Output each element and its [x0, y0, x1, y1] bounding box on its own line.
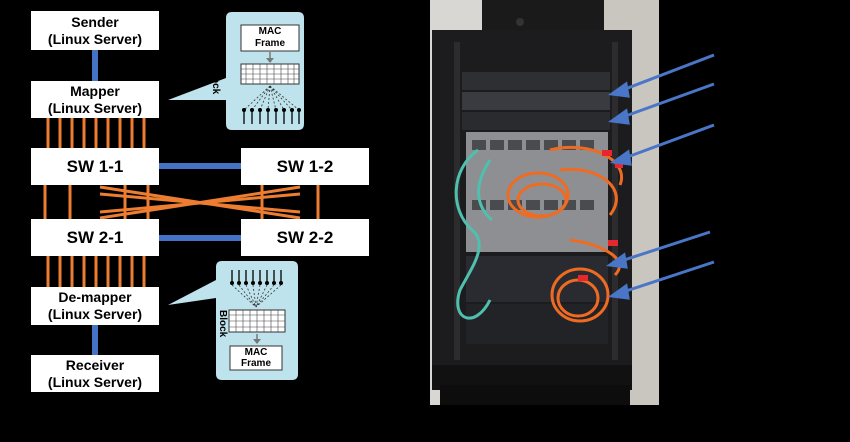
mapper-title: Mapper	[70, 82, 120, 99]
demapper-subtitle: (Linux Server)	[47, 306, 143, 322]
callout-bottom	[168, 261, 298, 380]
receiver-subtitle: (Linux Server)	[47, 373, 143, 390]
arrow-1	[619, 53, 715, 93]
switch-sw21: SW 2-1	[31, 219, 159, 256]
sender-subtitle: (Linux Server)	[47, 30, 143, 47]
switch-sw22: SW 2-2	[241, 219, 369, 256]
mac-label-line1-bottom: MAC	[244, 347, 268, 358]
switch-sw11: SW 1-1	[31, 148, 159, 185]
links-mapper-sw11	[46, 118, 146, 148]
links-sw21-demapper	[46, 256, 146, 287]
mapper-subtitle: (Linux Server)	[47, 99, 143, 116]
arrow-2	[619, 82, 715, 120]
demapper-title: De-mapper	[58, 289, 132, 305]
callout-top	[168, 12, 304, 130]
frame-label-line2-bottom: Frame	[240, 358, 271, 369]
mac-label-line1: MAC	[258, 26, 282, 37]
server-rack-photo	[430, 0, 659, 405]
receiver-node: Receiver (Linux Server)	[31, 355, 159, 392]
arrow-3	[621, 123, 715, 161]
receiver-title: Receiver	[65, 356, 125, 373]
mapper-node: Mapper (Linux Server)	[31, 81, 159, 118]
arrow-4	[617, 230, 711, 264]
sender-node: Sender (Linux Server)	[31, 11, 159, 50]
switch-sw12: SW 1-2	[241, 148, 369, 185]
frame-label-line2: Frame	[254, 38, 285, 49]
links-crossing	[99, 185, 301, 220]
arrow-5	[619, 260, 715, 295]
mac-frame-label-top: MAC Frame	[241, 26, 299, 50]
mac-frame-box-top	[240, 24, 300, 52]
demapper-node: De-mapper (Linux Server)	[31, 287, 159, 325]
sender-title: Sender	[71, 13, 119, 30]
mac-frame-box-bottom	[229, 345, 283, 371]
mac-frame-label-bottom: MAC Frame	[230, 347, 282, 369]
